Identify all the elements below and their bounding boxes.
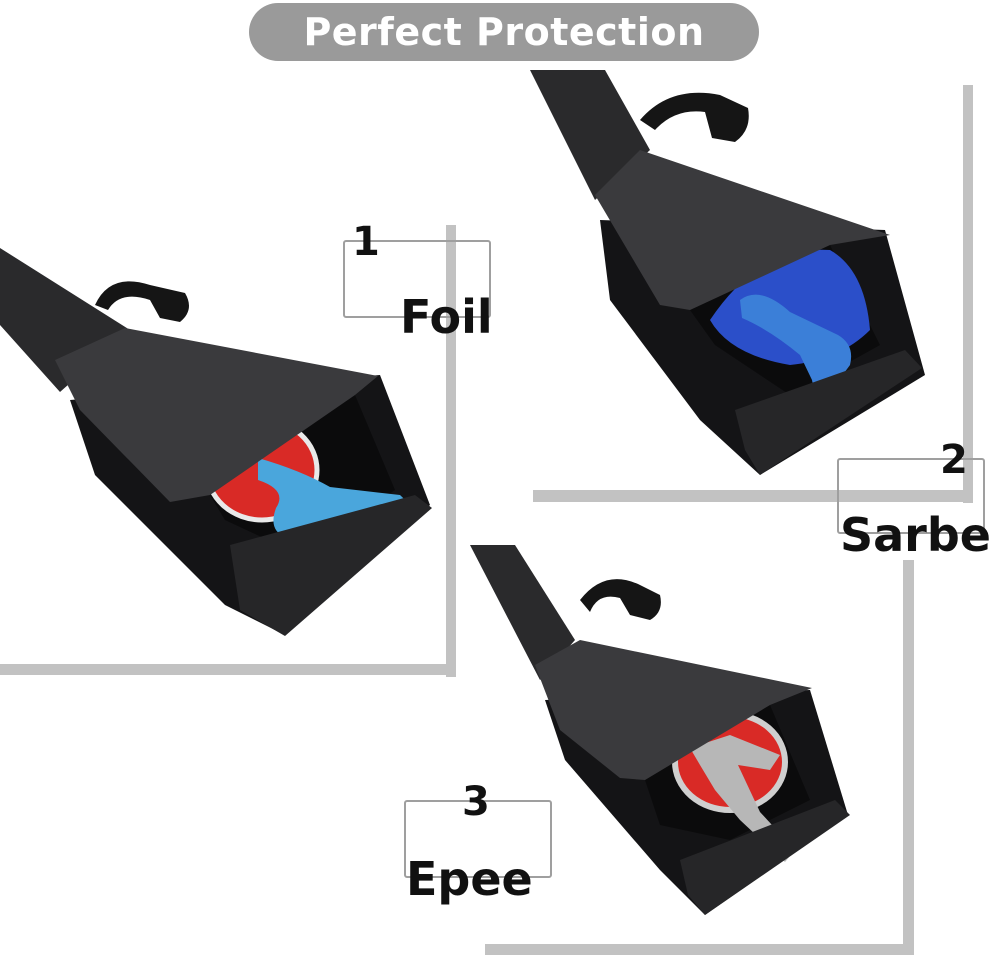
foil-bag-strap [95, 281, 189, 322]
frame-line-foil-bottom [0, 664, 456, 675]
foil-bag-lip [230, 495, 432, 636]
foil-bag-flap [55, 328, 378, 502]
sarbe-bag-sleeve [530, 70, 650, 200]
sarbe-bag-lip [735, 350, 922, 475]
sarbe-label-number: 2 [940, 437, 968, 483]
sarbe-bag-flap [595, 150, 890, 310]
foil-label-name: Foil [400, 290, 493, 344]
foil-label-number: 1 [352, 219, 380, 265]
foil-bag-image [0, 248, 432, 636]
epee-bag-image [470, 545, 850, 915]
frame-line-sarbe-bottom [533, 490, 973, 502]
epee-bag-strap [580, 579, 661, 620]
sarbe-label-box [837, 458, 985, 534]
epee-label-box [404, 800, 552, 878]
sarbe-label-name: Sarbe [840, 508, 989, 562]
foil-handle [258, 458, 408, 537]
frame-line-epee-bottom [485, 944, 914, 955]
banner-title: Perfect Protection [303, 10, 705, 54]
banner: Perfect Protection [249, 3, 759, 61]
frame-line-sarbe-right [963, 85, 973, 503]
sarbe-bag-image [530, 70, 925, 475]
sarbe-bag-strap [640, 92, 749, 142]
epee-label-number: 3 [462, 779, 490, 825]
epee-bag-lip [680, 800, 850, 915]
foil-label-box [343, 240, 491, 318]
frame-line-epee-right [903, 560, 914, 955]
epee-bag-sleeve [470, 545, 575, 680]
epee-bag-flap [535, 640, 812, 780]
sarbe-handle [740, 294, 852, 394]
frame-line-foil-right [446, 225, 456, 677]
epee-label-name: Epee [406, 852, 533, 906]
